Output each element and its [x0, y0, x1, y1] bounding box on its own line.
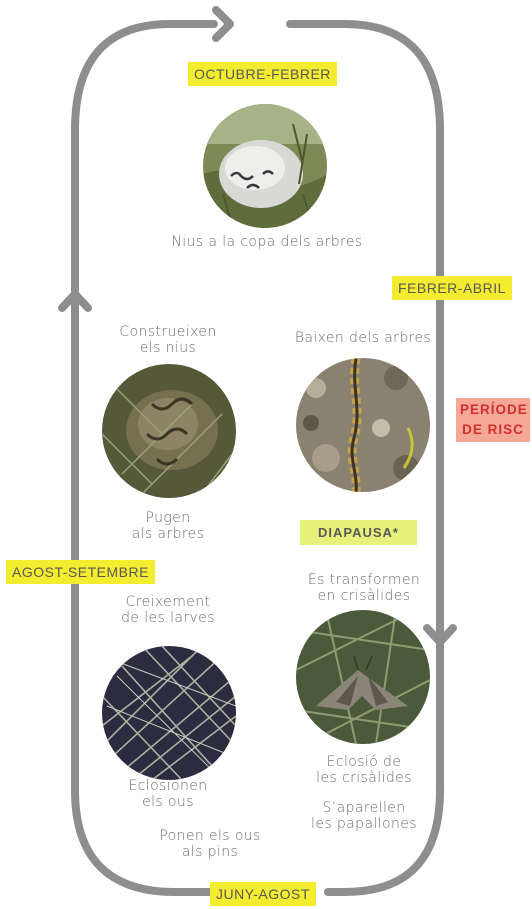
caption-eggs-hatch: Eclosionen els ous: [128, 778, 208, 810]
period-tag-august-september: AGOST-SETEMBRE: [6, 560, 155, 584]
period-tag-june-august: JUNY-AGOST: [210, 882, 316, 906]
caption-moths-mate: S’aparellen les papallones: [311, 800, 417, 832]
caption-chrysalis-hatch: Eclosió de les crisàlides: [316, 754, 412, 786]
period-tag-october-february: OCTUBRE-FEBRER: [188, 62, 337, 86]
risk-period-badge: PERÍODE DE RISC: [456, 398, 530, 442]
caption-descend-trees: Baixen dels arbres: [294, 330, 432, 346]
nest-photo: [203, 104, 327, 228]
caption-larvae-growth: Creixement de les larves: [121, 594, 215, 626]
right-down-arrow-icon: [423, 624, 457, 646]
top-arrow-icon: [212, 6, 234, 42]
caption-build-nests: Construeixen els nius: [119, 324, 217, 356]
arrowheads: [58, 6, 457, 646]
pine-needles-photo: [102, 646, 236, 780]
left-up-arrow-icon: [58, 290, 92, 312]
caption-nests-in-canopy: Nius a la copa dels arbres: [171, 234, 363, 250]
caterpillars-cluster-photo: [102, 364, 236, 498]
caption-lay-eggs: Ponen els ous als pins: [159, 828, 261, 860]
caption-climb-trees: Pugen als arbres: [131, 510, 205, 542]
risk-line-2: DE RISC: [462, 422, 524, 437]
diapause-tag: DIAPAUSA*: [300, 520, 417, 545]
period-tag-february-april: FEBRER-ABRIL: [392, 276, 512, 300]
caption-transform-chrysalis: Es transformen en crisàlides: [307, 572, 421, 604]
procession-photo: [296, 358, 430, 492]
risk-line-1: PERÍODE: [460, 402, 528, 417]
moth-photo: [296, 610, 430, 744]
